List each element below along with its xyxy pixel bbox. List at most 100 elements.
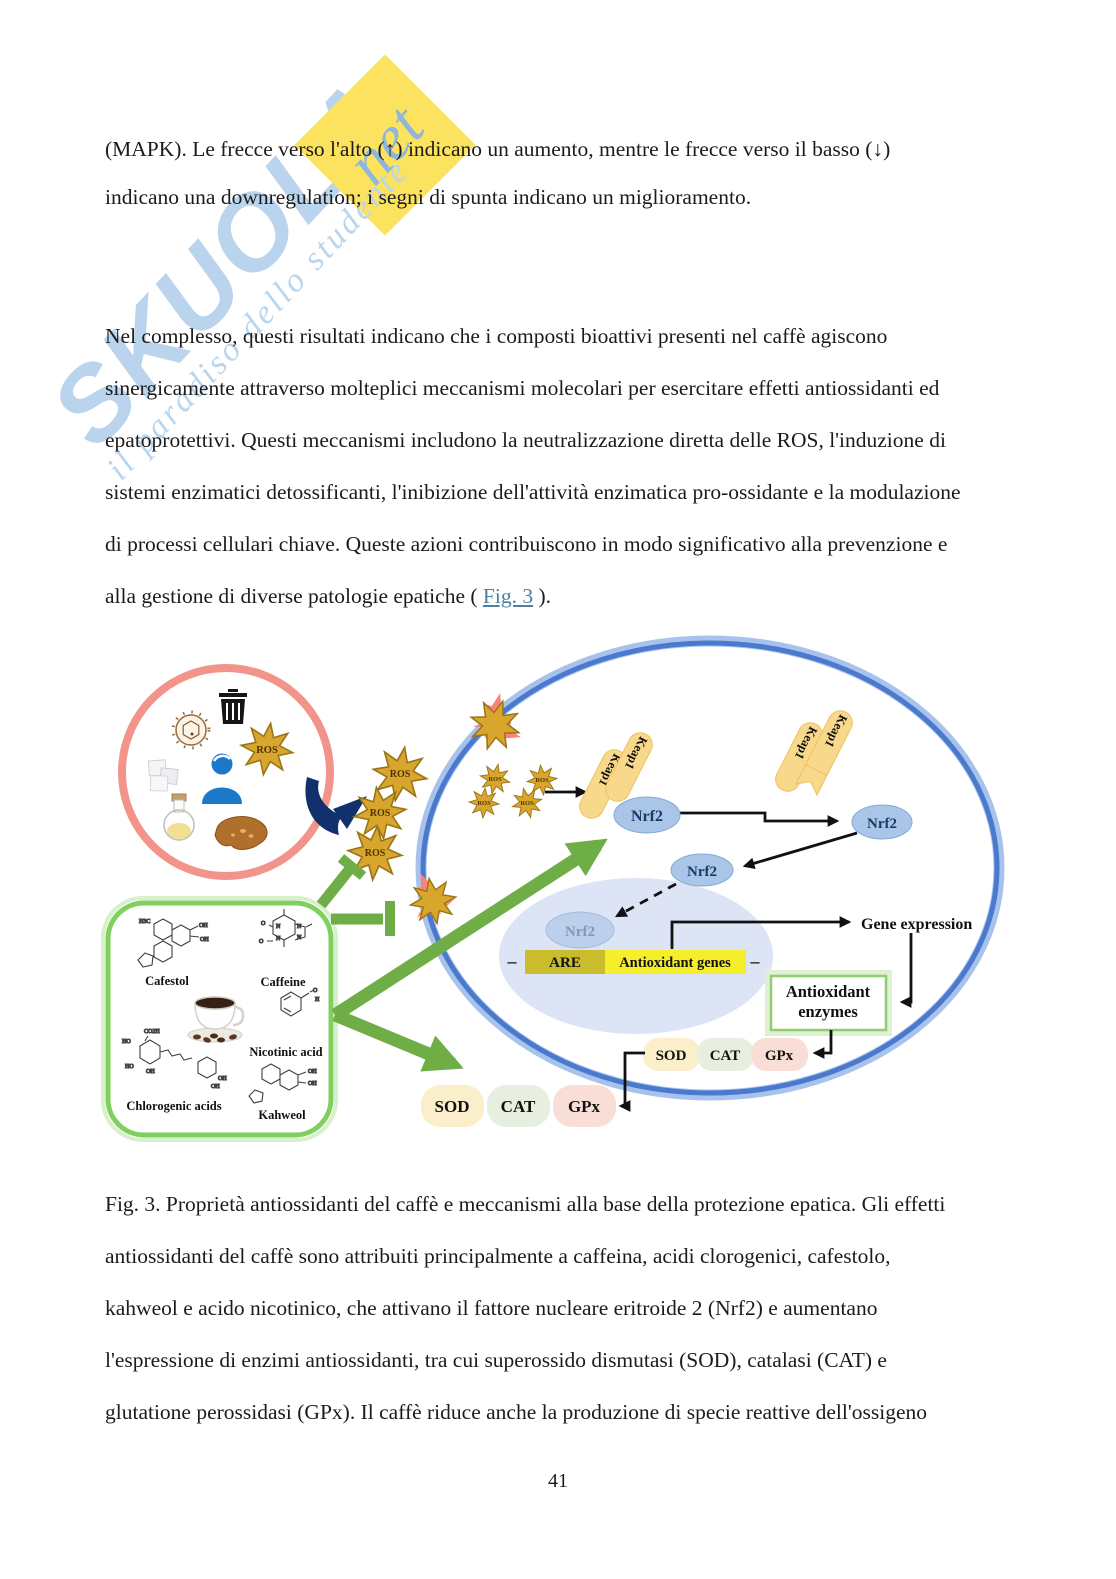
svg-text:CO2H: CO2H xyxy=(144,1029,160,1035)
svg-text:enzymes: enzymes xyxy=(798,1002,858,1021)
caffeine-label: Caffeine xyxy=(260,975,306,989)
page-number: 41 xyxy=(548,1470,568,1492)
nrf2-translocation-arrow xyxy=(680,811,840,827)
svg-text:ROS: ROS xyxy=(256,745,278,756)
enzyme-production-arrow xyxy=(332,1008,464,1072)
svg-text:CAT: CAT xyxy=(501,1097,536,1116)
ros-star: ROS xyxy=(468,787,500,819)
figure-3-link[interactable]: Fig. 3 xyxy=(482,584,534,608)
svg-text:N: N xyxy=(276,924,281,930)
inhibition-tbar xyxy=(331,901,395,936)
paragraph-line: di processi cellulari chiave. Queste azi… xyxy=(105,532,948,556)
svg-text:ROS: ROS xyxy=(390,769,411,780)
expression-to-enzymes-arrow xyxy=(899,933,913,1008)
svg-text:O: O xyxy=(313,988,318,994)
ros-star: ROS xyxy=(477,761,513,797)
virus-icon xyxy=(171,710,211,750)
risk-factors-circle xyxy=(118,664,334,880)
svg-text:CAT: CAT xyxy=(710,1048,741,1064)
caption-line: antiossidanti del caffè sono attribuiti … xyxy=(105,1244,891,1268)
gene-expression-arrow xyxy=(670,916,852,949)
svg-text:Antioxidant: Antioxidant xyxy=(786,982,871,1001)
enzymes-to-gpx-arrow xyxy=(812,1030,833,1059)
caption-line: glutatione perossidasi (GPx). Il caffè r… xyxy=(105,1400,927,1424)
caption-line: Fig. 3. Proprietà antiossidanti del caff… xyxy=(105,1192,946,1216)
enzyme-ribbon-inner: SOD CAT GPx xyxy=(643,1038,808,1071)
svg-text:N: N xyxy=(297,935,302,941)
sod-ribbon xyxy=(421,1085,484,1127)
svg-text:N: N xyxy=(297,924,302,930)
caption-line: l'espressione di enzimi antiossidanti, t… xyxy=(105,1348,887,1372)
nrf2-nuclear-entry-dashed-arrow xyxy=(614,882,677,918)
ros-star: ROS xyxy=(238,720,297,779)
activation-arrow xyxy=(331,838,608,1021)
svg-text:–: – xyxy=(750,951,761,971)
svg-text:SOD: SOD xyxy=(435,1097,470,1116)
coffee-cup-image xyxy=(187,996,245,1043)
caption-line: kahweol e acido nicotinico, che attivano… xyxy=(105,1296,878,1320)
nrf2-oval: Nrf2 xyxy=(851,804,913,840)
svg-text:H3C: H3C xyxy=(139,919,150,925)
ros-star: ROS xyxy=(369,743,432,806)
ros-star: ROS xyxy=(346,824,405,883)
paragraph-line: epatoprotettivi. Questi meccanismi inclu… xyxy=(105,428,946,452)
nrf2-oval: Nrf2 xyxy=(670,853,734,887)
svg-text:ROS: ROS xyxy=(365,848,386,859)
paragraph-text: ). xyxy=(533,584,552,608)
ros-star: ROS xyxy=(526,764,559,797)
svg-text:GPx: GPx xyxy=(765,1048,794,1064)
nrf2-oval: Nrf2 xyxy=(545,911,615,949)
ros-star: ROS xyxy=(509,785,545,821)
intro-line: indicano una downregulation; i segni di … xyxy=(105,185,752,209)
are-gene-bar: – ARE Antioxidant genes – xyxy=(507,950,761,974)
svg-text:ROS: ROS xyxy=(488,776,502,783)
svg-text:HO: HO xyxy=(122,1039,131,1045)
inhibition-tbar xyxy=(316,854,367,909)
intro-line: (MAPK). Le frecce verso l'alto (↑) indic… xyxy=(105,137,891,161)
svg-text:Nrf2: Nrf2 xyxy=(687,864,717,880)
nicotinic-acid-structure: OH xyxy=(280,987,321,1017)
enzyme-export-arrow xyxy=(618,1051,645,1112)
svg-text:ROS: ROS xyxy=(520,800,534,807)
kahweol-label: Kahweol xyxy=(258,1108,306,1122)
gene-expression-label: Gene expression xyxy=(861,916,972,933)
svg-text:OH: OH xyxy=(211,1084,220,1090)
svg-text:OH: OH xyxy=(200,937,209,943)
are-label: ARE xyxy=(549,955,581,971)
cafestol-label: Cafestol xyxy=(145,974,189,988)
cat-ribbon xyxy=(487,1085,550,1127)
svg-text:ROS: ROS xyxy=(535,777,549,784)
liver-icon xyxy=(214,816,268,850)
ros-release-arrow xyxy=(305,777,367,835)
chlorogenic-acids-label: Chlorogenic acids xyxy=(126,1099,221,1113)
figure-3-diagram: ROS ROS xyxy=(101,635,1005,1142)
gpx-ribbon xyxy=(751,1038,808,1071)
svg-text:Nrf2: Nrf2 xyxy=(631,808,663,825)
svg-text:O: O xyxy=(259,939,264,945)
svg-text:OH: OH xyxy=(308,1081,317,1087)
svg-text:Nrf2: Nrf2 xyxy=(867,816,897,832)
sugar-cubes-icon xyxy=(147,759,179,792)
watermark-brand: SKUOLA xyxy=(28,58,422,468)
svg-text:O: O xyxy=(261,921,266,927)
ros-star: ROS xyxy=(351,784,410,843)
svg-text:OH: OH xyxy=(146,1069,155,1075)
enzyme-ribbon-outer: SOD CAT GPx xyxy=(421,1085,616,1127)
svg-text:ROS: ROS xyxy=(370,808,391,819)
paragraph-line: Nel complesso, questi risultati indicano… xyxy=(105,324,888,348)
sod-ribbon xyxy=(643,1038,700,1071)
cat-ribbon xyxy=(697,1038,754,1071)
svg-text:H: H xyxy=(315,997,320,1003)
svg-text:OH: OH xyxy=(199,923,208,929)
paragraph-line: sistemi enzimatici detossificanti, l'ini… xyxy=(105,480,961,504)
antioxidant-genes-label: Antioxidant genes xyxy=(619,955,731,971)
svg-text:–: – xyxy=(507,951,518,971)
svg-text:N: N xyxy=(276,936,281,942)
person-icon xyxy=(202,753,242,804)
svg-text:OH: OH xyxy=(308,1069,317,1075)
cafestol-structure: OH OH H3C xyxy=(137,918,210,968)
cell-membrane xyxy=(420,640,1000,1096)
gpx-ribbon xyxy=(553,1085,616,1127)
